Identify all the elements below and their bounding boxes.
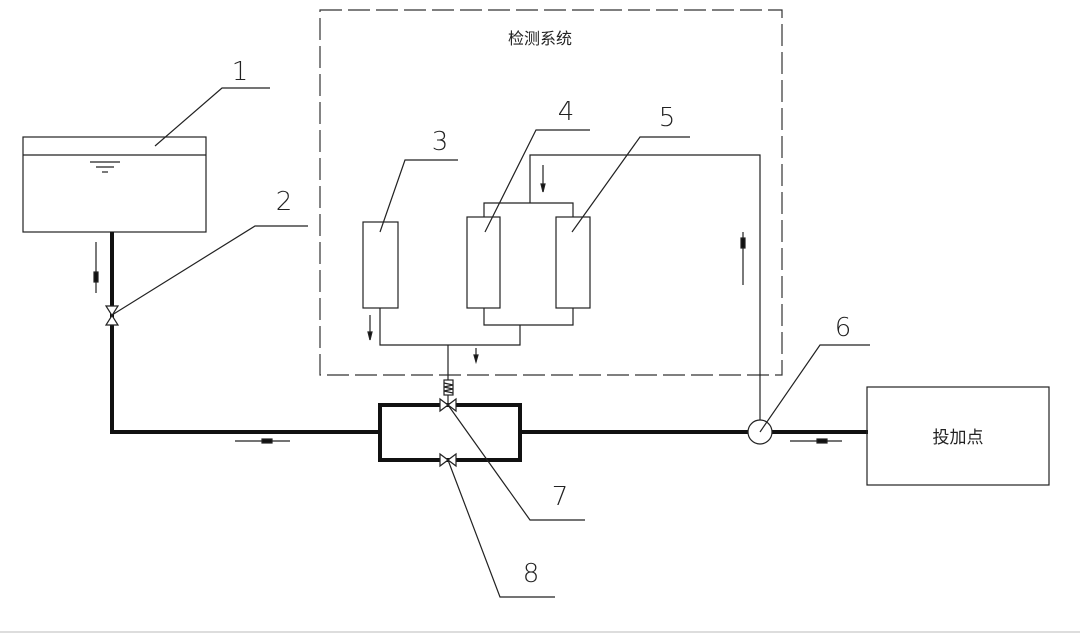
tank-1 bbox=[22, 136, 207, 233]
leader-lines bbox=[111, 87, 870, 598]
flow-arrows bbox=[93, 165, 842, 444]
label-1: 1 bbox=[232, 57, 249, 87]
label-7: 7 bbox=[552, 482, 569, 512]
label-2: 2 bbox=[276, 187, 293, 217]
sample-lines bbox=[379, 154, 761, 420]
detection-system-box bbox=[319, 9, 783, 376]
dosing-point-label: 投加点 bbox=[933, 428, 984, 448]
solenoid-actuator bbox=[443, 379, 454, 405]
label-4: 4 bbox=[558, 97, 575, 127]
label-3: 3 bbox=[432, 127, 449, 157]
label-6: 6 bbox=[835, 313, 852, 343]
system-title: 检测系统 bbox=[508, 29, 572, 48]
column-3 bbox=[362, 221, 399, 309]
main-pipe bbox=[110, 232, 868, 434]
label-8: 8 bbox=[523, 559, 540, 589]
dosing-point-box bbox=[866, 386, 1050, 486]
label-5: 5 bbox=[659, 103, 676, 133]
bypass-loop bbox=[378, 403, 522, 462]
valve-2 bbox=[104, 305, 120, 326]
column-4 bbox=[466, 216, 501, 309]
